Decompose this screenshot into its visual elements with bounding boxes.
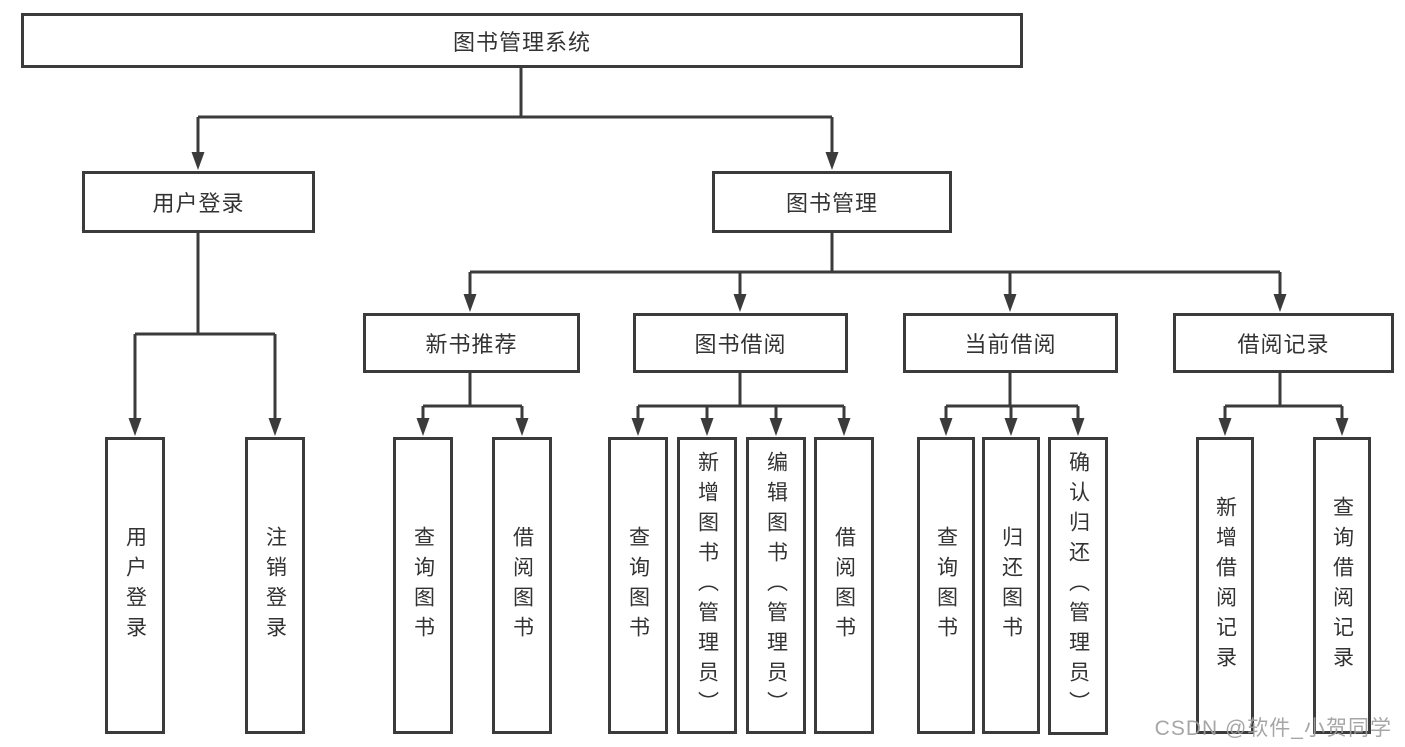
leaf-logout: 注销登录 [245, 437, 305, 734]
leaf-current-return-books: 归还图书 [982, 437, 1040, 734]
leaf-recommend-query-books: 查询图书 [393, 437, 453, 734]
leaf-records-add-borrow-record: 新增借阅记录 [1196, 437, 1254, 734]
node-current-borrowing: 当前借阅 [903, 313, 1118, 373]
node-borrowing-records: 借阅记录 [1173, 313, 1394, 373]
leaf-borrowing-add-books-admin: 新增图书（管理员） [677, 437, 737, 734]
node-new-book-recommendation: 新书推荐 [363, 313, 580, 373]
leaf-borrowing-edit-books-admin: 编辑图书（管理员） [746, 437, 806, 734]
leaf-recommend-borrow-books: 借阅图书 [492, 437, 552, 734]
leaf-borrowing-borrow-books: 借阅图书 [814, 437, 874, 734]
leaf-current-query-books: 查询图书 [917, 437, 975, 734]
leaf-current-confirm-return-admin: 确认归还（管理员） [1048, 437, 1108, 735]
node-user-login: 用户登录 [82, 171, 315, 233]
node-root: 图书管理系统 [21, 13, 1023, 68]
leaf-records-query-borrow-record: 查询借阅记录 [1313, 437, 1371, 734]
node-book-borrowing: 图书借阅 [633, 313, 848, 373]
leaf-borrowing-query-books: 查询图书 [608, 437, 668, 734]
leaf-user-login: 用户登录 [105, 437, 165, 734]
node-book-management: 图书管理 [712, 171, 952, 233]
csdn-watermark: CSDN @软件_小贺同学 [1154, 717, 1392, 740]
